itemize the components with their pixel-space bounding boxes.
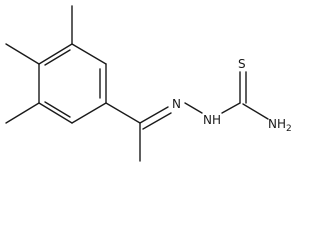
ring-bond <box>71 43 107 65</box>
sulfur-label: S <box>238 57 246 71</box>
ring-bond <box>71 102 107 124</box>
methyl-groups <box>5 5 73 124</box>
amine-nh-text: NH <box>268 117 286 131</box>
n-n-bond <box>184 102 203 114</box>
imine-nitrogen-label: N <box>172 97 181 111</box>
ring-bond <box>38 102 73 124</box>
ring-bond <box>38 43 73 65</box>
hydrazine-nitrogen-label: N <box>203 113 212 127</box>
amine-subscript: 2 <box>286 124 292 134</box>
amine-label: NH2 <box>268 117 292 134</box>
amide-bond <box>242 103 269 120</box>
imine-double-bond <box>139 106 169 124</box>
imine-double-bond <box>142 112 172 130</box>
benzene-ring <box>38 43 107 124</box>
methyl-bond <box>5 102 40 124</box>
chemical-structure-diagram: N N H S NH2 <box>5 5 292 162</box>
hydrazine-hydrogen-label: H <box>212 113 221 127</box>
ring-to-imine-carbon-bond <box>105 102 141 124</box>
ring-double-bond <box>44 49 71 66</box>
methyl-bond <box>5 43 40 65</box>
ring-double-bond <box>44 101 71 118</box>
nh-to-thiocarbon-bond <box>221 102 241 114</box>
